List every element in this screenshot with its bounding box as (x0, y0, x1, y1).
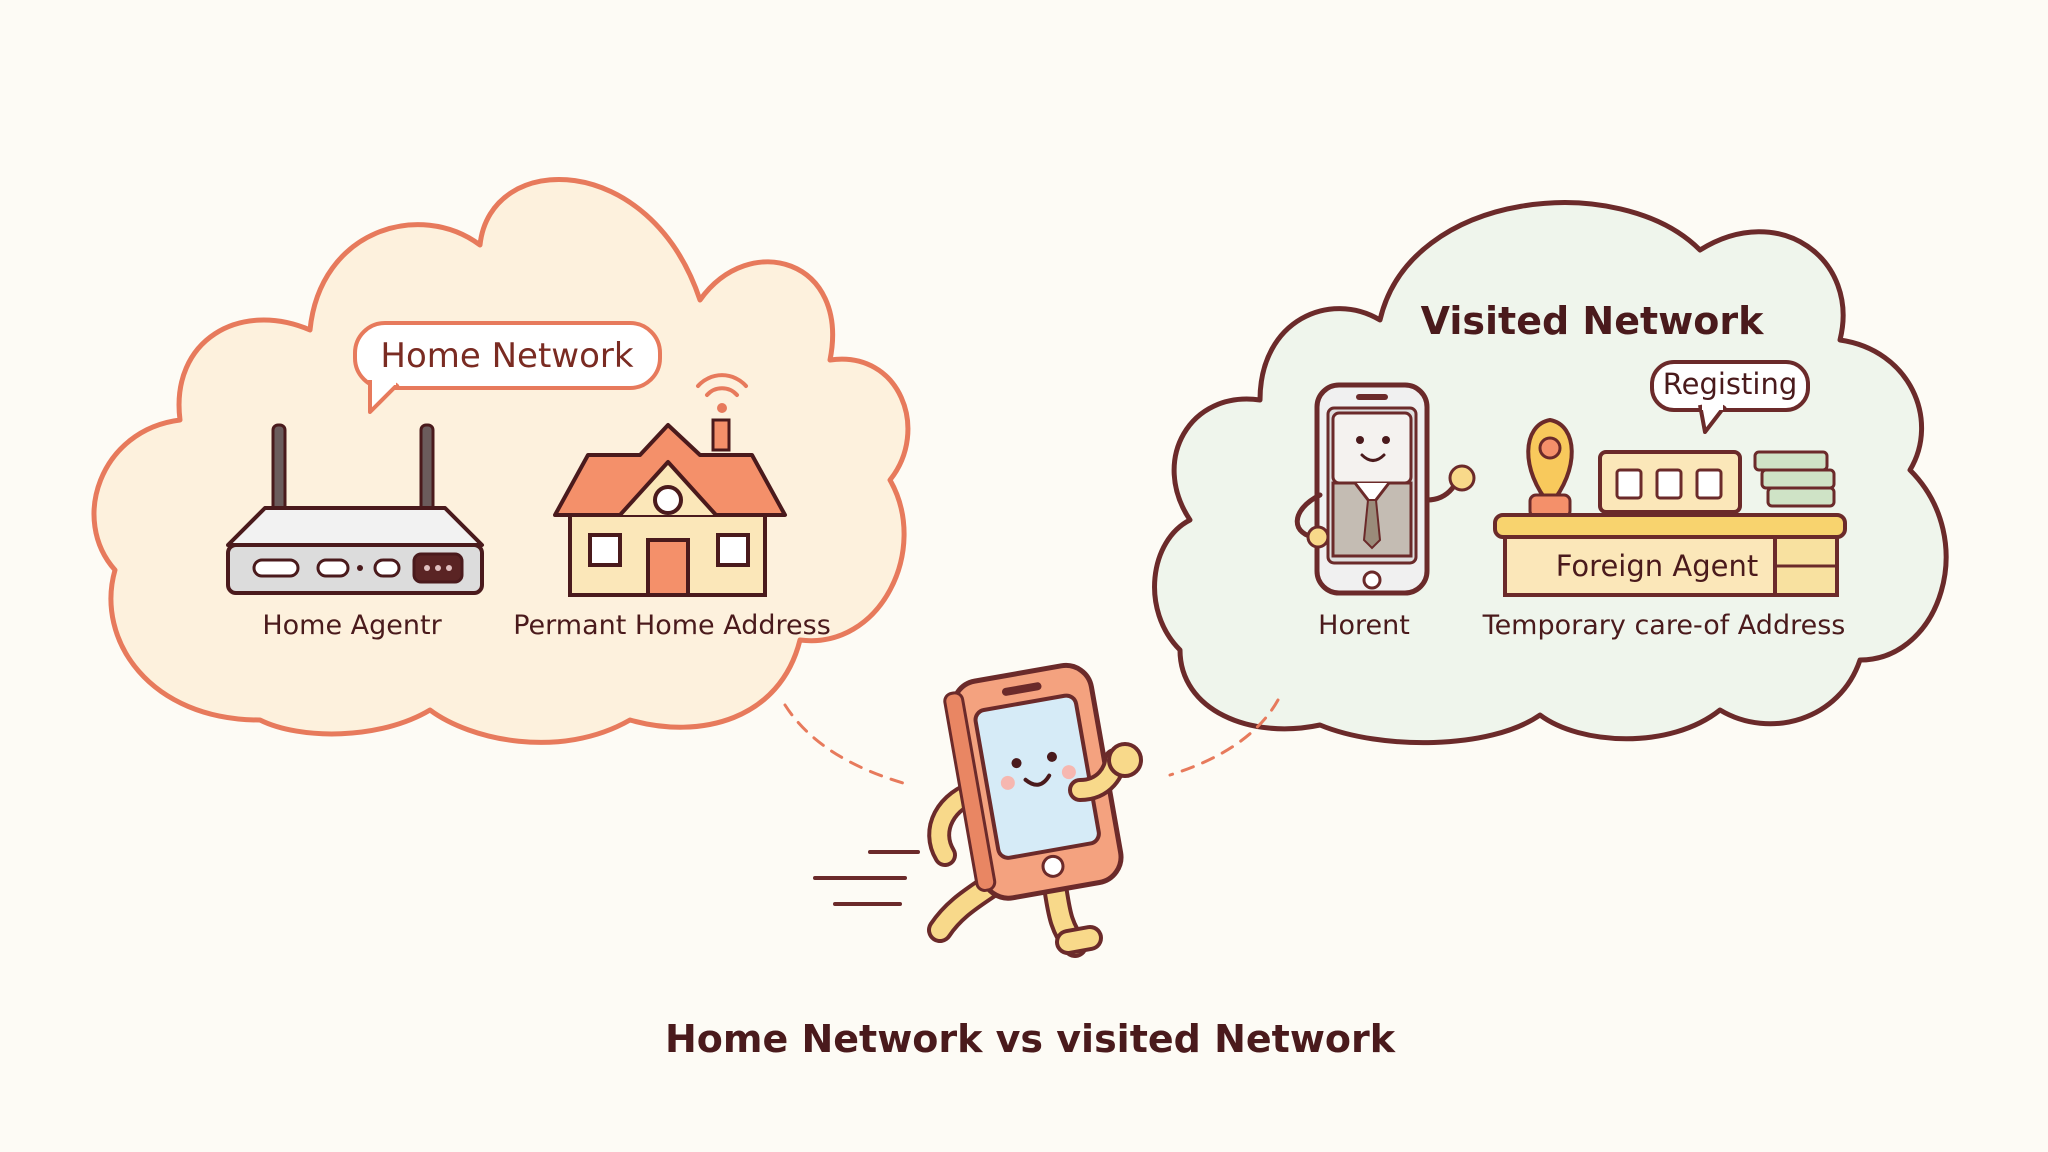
visiting-phone-label: Horent (1318, 610, 1410, 641)
registering-bubble-label: Registing (1662, 367, 1798, 401)
router-icon (226, 423, 484, 595)
care-of-address-label: Temporary care-of Address (1482, 610, 1846, 641)
connector-lines (783, 698, 1280, 787)
home-agent-label: Home Agentr (262, 610, 442, 641)
phone-agent-icon (1294, 382, 1476, 596)
diagram-caption: Home Network vs visited Network (664, 1017, 1396, 1061)
location-pin-icon (1526, 418, 1574, 519)
reception-desk-icon (1493, 450, 1847, 597)
registering-bubble (1650, 360, 1810, 434)
house-icon (553, 418, 787, 597)
wifi-signal-icon (696, 373, 748, 413)
motion-lines-icon (813, 850, 920, 906)
running-phone-icon (927, 662, 1143, 958)
home-network-bubble-label: Home Network (380, 336, 634, 376)
home-network-cloud (91, 177, 911, 745)
visited-network-title: Visited Network (1420, 299, 1764, 343)
home-network-bubble (353, 321, 662, 414)
foreign-agent-label: Foreign Agent (1555, 549, 1759, 583)
home-address-label: Permant Home Address (513, 610, 831, 641)
